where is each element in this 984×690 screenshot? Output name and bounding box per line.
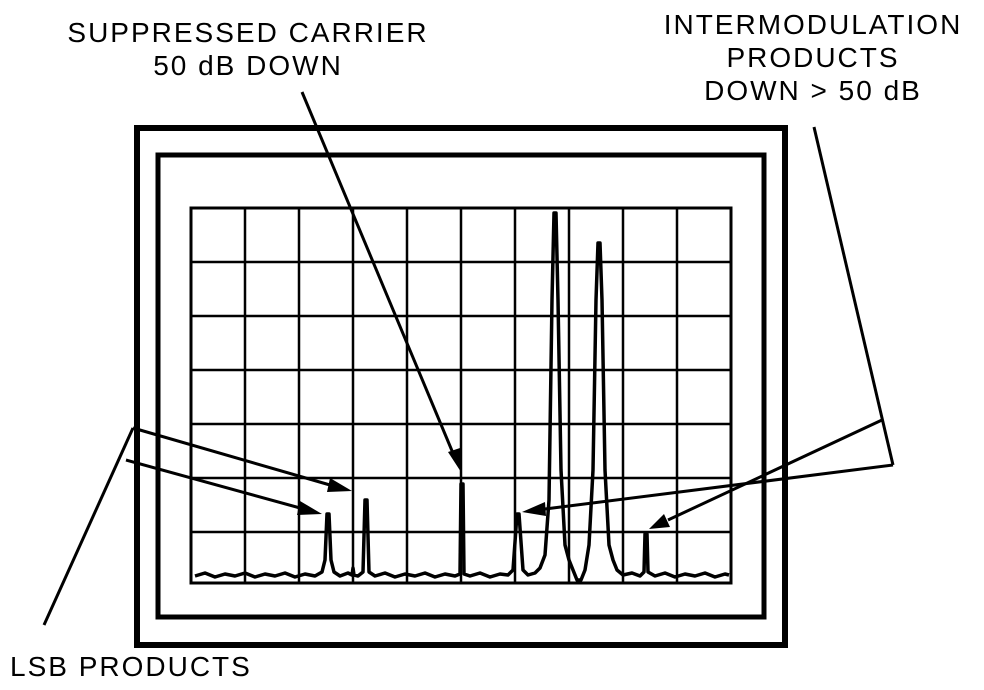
lsb-arrowhead-a <box>327 478 352 492</box>
intermodulation-label-line-2: PRODUCTS <box>726 42 900 73</box>
suppressed-carrier-label-line-1: SUPPRESSED CARRIER <box>67 17 429 48</box>
lsb-leader-line-b <box>125 458 301 510</box>
imd-leader-line-a <box>544 463 894 511</box>
intermodulation-label-line-3: DOWN > 50 dB <box>704 75 922 106</box>
annotation-leaders <box>42 91 895 626</box>
imd-leader-line-b <box>667 418 883 522</box>
imd-arrowhead-a <box>522 502 546 516</box>
lsb-arrowhead-b <box>297 501 322 515</box>
annotation-arrowheads <box>297 448 670 529</box>
lsb-leader-line-main <box>42 427 135 626</box>
carrier-leader-line <box>300 91 457 459</box>
imd-leader-line-upper <box>812 126 895 466</box>
inner-screen-frame <box>155 152 767 620</box>
imd-arrowhead-b <box>649 514 670 529</box>
intermodulation-label-line-1: INTERMODULATION <box>663 9 963 40</box>
lsb-products-label: LSB PRODUCTS <box>10 651 252 682</box>
graticule-grid <box>189 206 733 585</box>
suppressed-carrier-label: SUPPRESSED CARRIER 50 dB DOWN <box>48 16 448 82</box>
spectrum-trace <box>194 211 730 582</box>
carrier-arrowhead <box>448 448 461 472</box>
intermodulation-label: INTERMODULATION PRODUCTS DOWN > 50 dB <box>648 8 978 107</box>
outer-screen-bezel <box>134 125 788 648</box>
lsb-leader-line-a <box>132 426 331 487</box>
suppressed-carrier-label-line-2: 50 dB DOWN <box>153 50 343 81</box>
